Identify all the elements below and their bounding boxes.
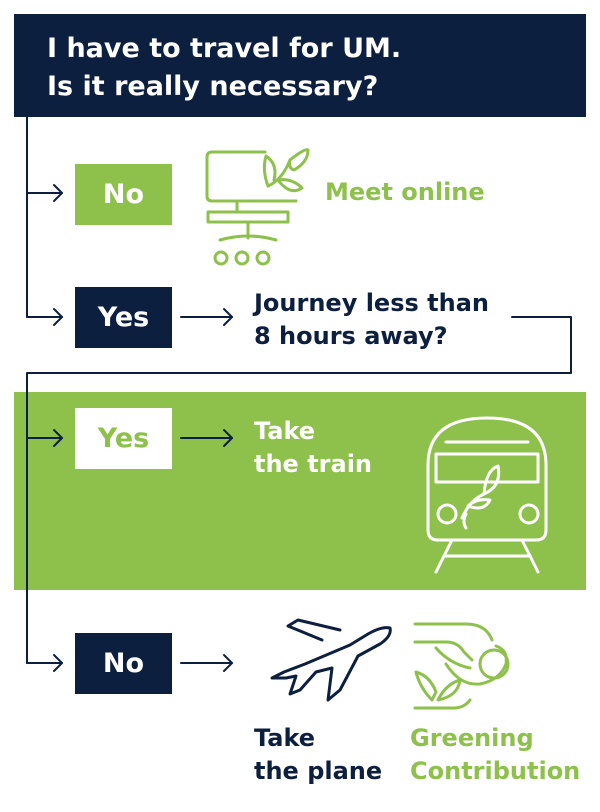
greening-line2: Contribution [410,757,581,785]
computer-chair-leaf-icon [205,148,310,266]
take-plane-label: Take the plane [254,722,382,788]
sub-yes-box-label: Yes [97,423,150,454]
sub-yes-box: Yes [75,408,172,469]
take-train-label: Take the train [254,415,372,481]
greening-line1: Greening [410,724,534,752]
main-question-line1: I have to travel for UM. [47,33,402,64]
take-train-line2: the train [254,450,373,478]
journey-question-line2: 8 hours away? [254,322,448,350]
meet-online-label: Meet online [325,178,485,206]
main-question-line2: Is it really necessary? [47,71,379,102]
journey-question-line1: Journey less than [254,289,489,317]
greening-contribution-label: Greening Contribution [410,722,580,788]
no-box: No [75,164,172,225]
main-question: I have to travel for UM. Is it really ne… [47,30,401,106]
train-leaf-icon [426,416,548,574]
sub-no-box: No [75,633,172,694]
airplane-icon [270,618,392,702]
question-header [14,14,586,117]
journey-question: Journey less than 8 hours away? [254,287,489,353]
hand-coin-leaf-icon [413,622,510,710]
yes-box-label: Yes [97,302,150,333]
question-connector-line [26,316,572,664]
take-train-line1: Take [254,417,316,445]
sub-no-box-label: No [102,648,145,679]
yes-box: Yes [75,287,172,348]
take-plane-line2: the plane [254,757,383,785]
take-plane-line1: Take [254,724,316,752]
no-box-label: No [102,179,145,210]
